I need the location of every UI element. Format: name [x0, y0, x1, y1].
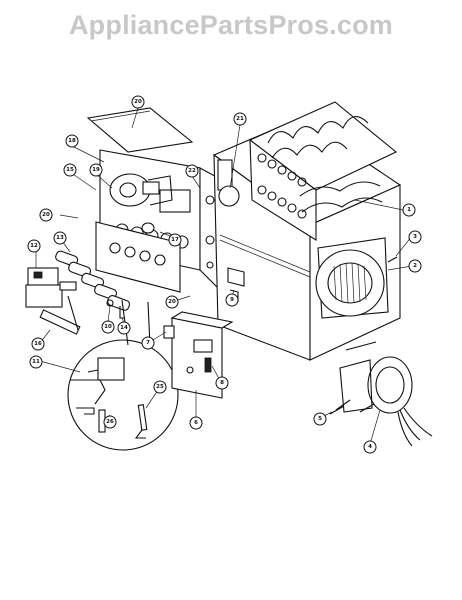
callout-25: 25	[153, 380, 167, 394]
callout-5: 5	[313, 412, 327, 426]
svg-text:8: 8	[220, 380, 224, 386]
blower-motor	[335, 341, 433, 447]
svg-text:25: 25	[156, 384, 164, 390]
svg-text:6: 6	[194, 420, 198, 426]
svg-text:1: 1	[407, 207, 411, 213]
callout-9: 9	[225, 293, 239, 307]
svg-text:18: 18	[68, 138, 76, 144]
callout-26: 26	[103, 415, 117, 429]
control-board	[163, 311, 234, 399]
callout-13: 13	[53, 231, 67, 245]
callout-20-center: 20	[165, 295, 179, 309]
callout-11: 11	[29, 355, 43, 369]
callout-12: 12	[27, 239, 41, 253]
callout-3: 3	[408, 230, 422, 244]
callout-6: 6	[189, 416, 203, 430]
svg-text:5: 5	[318, 416, 322, 422]
callout-18: 18	[65, 134, 79, 148]
callout-16: 16	[31, 337, 45, 351]
svg-text:26: 26	[106, 419, 114, 425]
svg-text:4: 4	[368, 444, 372, 450]
svg-text:20: 20	[42, 212, 50, 218]
svg-text:12: 12	[30, 243, 38, 249]
inducer-assembly	[109, 173, 173, 234]
svg-text:17: 17	[171, 237, 179, 243]
callout-17: 17	[168, 233, 182, 247]
watermark: AppliancePartsPros.com	[68, 10, 393, 40]
callout-4: 4	[363, 440, 377, 454]
svg-text:10: 10	[104, 324, 112, 330]
svg-text:13: 13	[56, 235, 64, 241]
svg-text:21: 21	[236, 116, 244, 122]
svg-text:11: 11	[32, 359, 40, 365]
burner-row	[55, 250, 131, 311]
callout-20-top-panel: 20	[131, 95, 145, 109]
svg-text:9: 9	[230, 297, 234, 303]
callout-21: 21	[233, 112, 247, 126]
svg-text:20: 20	[168, 299, 176, 305]
blower-housing	[315, 237, 389, 319]
callout-7: 7	[141, 336, 155, 350]
svg-text:16: 16	[34, 341, 42, 347]
svg-text:22: 22	[188, 168, 196, 174]
callout-14: 14	[117, 321, 131, 335]
callout-15: 15	[63, 163, 77, 177]
burner-plate	[95, 221, 181, 293]
svg-text:2: 2	[413, 263, 417, 269]
svg-text:7: 7	[146, 340, 150, 346]
callout-8: 8	[215, 376, 229, 390]
screws	[329, 256, 398, 415]
callout-22: 22	[185, 164, 199, 178]
svg-text:14: 14	[120, 325, 128, 331]
svg-text:15: 15	[66, 167, 74, 173]
callout-20-left: 20	[39, 208, 53, 222]
top-panel	[86, 107, 194, 153]
callout-2: 2	[408, 259, 422, 273]
gas-valve	[25, 267, 81, 335]
svg-text:19: 19	[92, 167, 100, 173]
svg-text:20: 20	[134, 99, 142, 105]
heat-exchanger	[248, 101, 398, 241]
callout-1: 1	[402, 203, 416, 217]
svg-text:3: 3	[413, 234, 417, 240]
callout-19: 19	[89, 163, 103, 177]
callout-10: 10	[101, 320, 115, 334]
